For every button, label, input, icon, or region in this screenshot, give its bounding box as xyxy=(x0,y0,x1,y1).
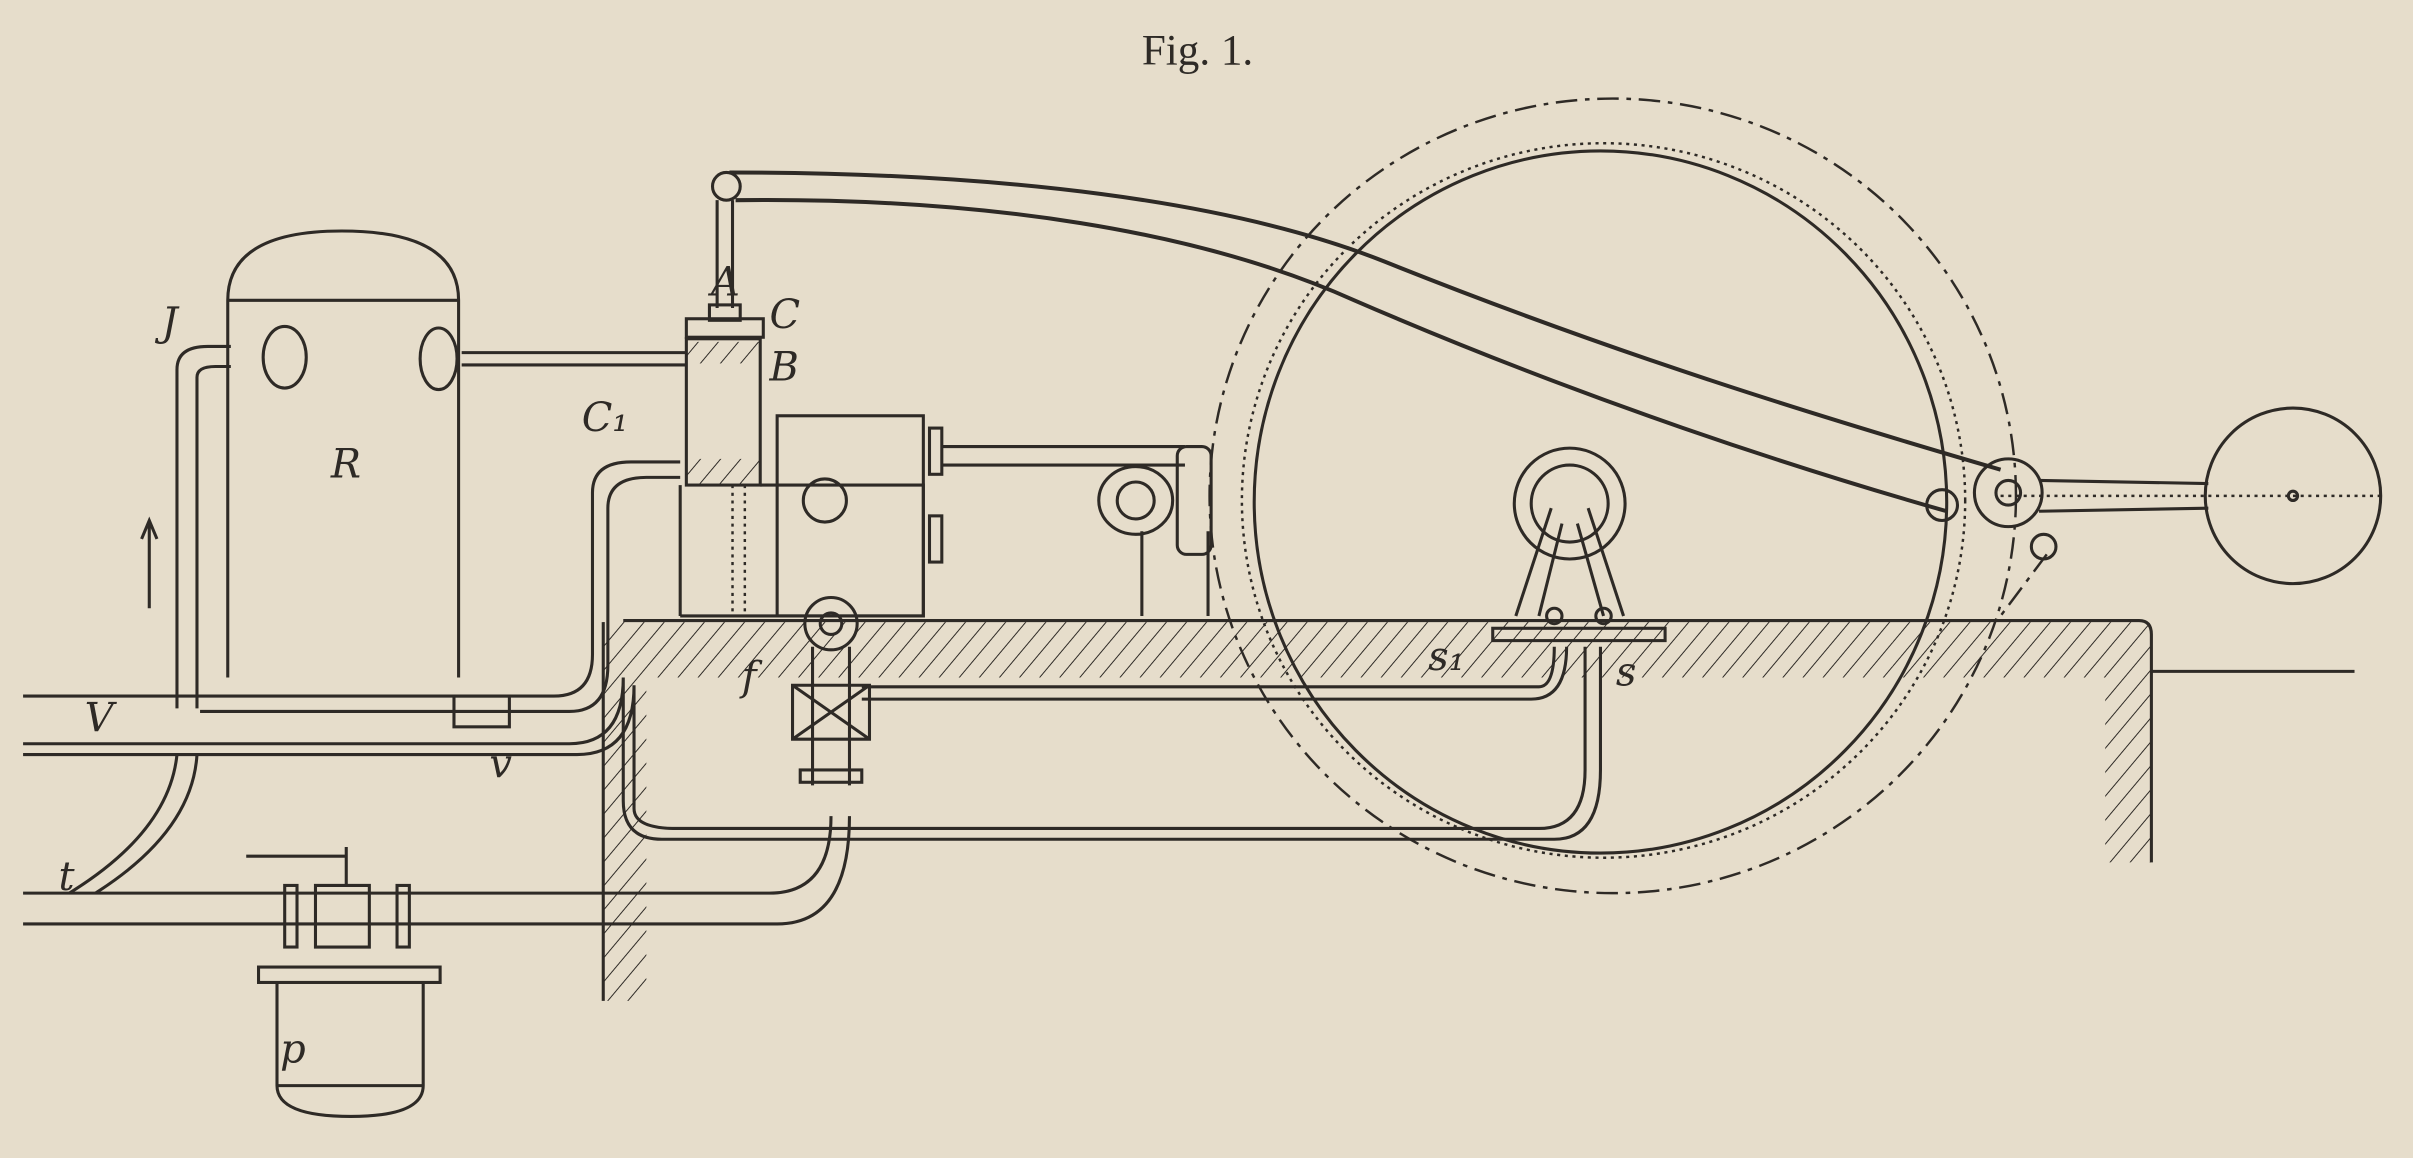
label-J: J xyxy=(155,300,180,346)
label-p: p xyxy=(280,1027,306,1073)
label-B: B xyxy=(768,344,798,390)
label-R: R xyxy=(330,441,361,487)
tank xyxy=(140,229,461,709)
label-s: s xyxy=(1616,649,1637,695)
label-C: C xyxy=(769,292,800,338)
cylinder-assembly xyxy=(418,200,1185,786)
lever-beam xyxy=(710,170,2383,617)
label-t: t xyxy=(58,854,75,900)
label-C1: C₁ xyxy=(582,395,629,441)
label-s1: s₁ xyxy=(1428,634,1465,680)
label-v: v xyxy=(489,742,512,788)
pump xyxy=(246,846,442,1118)
pipes xyxy=(23,460,1602,926)
label-V: V xyxy=(85,695,118,741)
crosshead xyxy=(1097,445,1213,616)
foundation xyxy=(601,619,2355,1001)
label-A: A xyxy=(707,260,740,306)
figure-title: Fig. 1. xyxy=(1142,28,1253,75)
